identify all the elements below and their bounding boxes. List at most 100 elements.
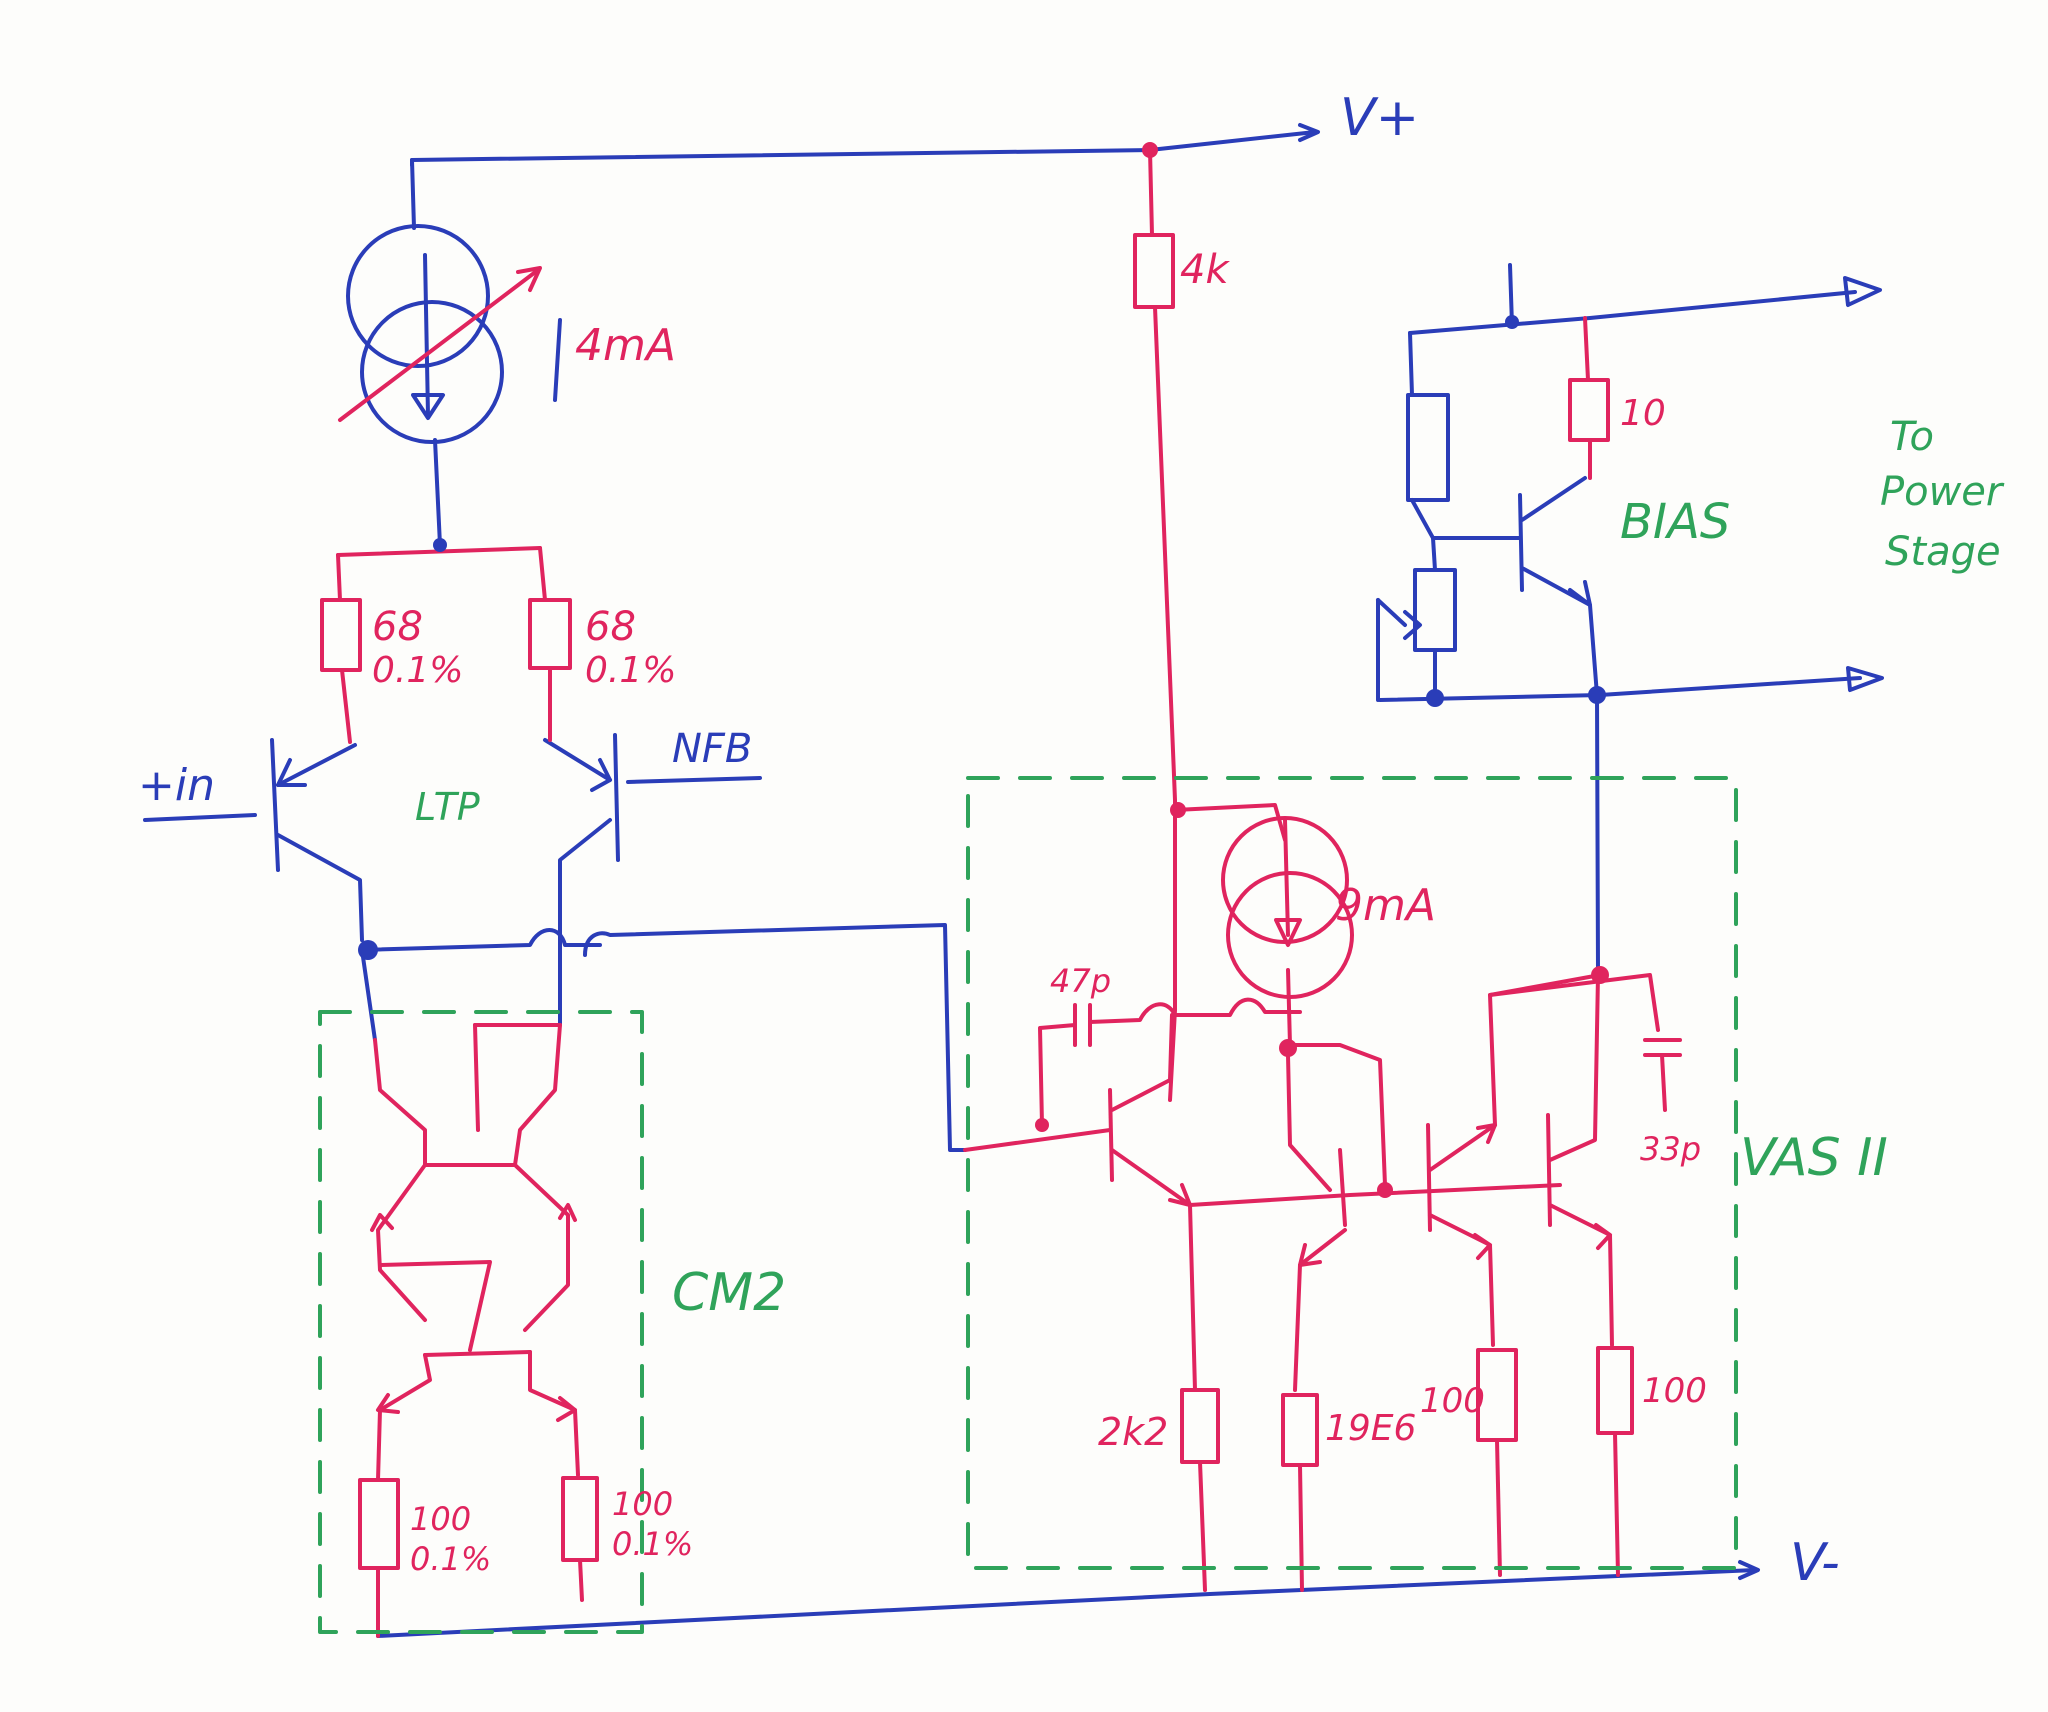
vas-collector-bus <box>1488 973 1660 1032</box>
vas-q3-arrow2 <box>1473 1233 1492 1260</box>
cm-r-left-body <box>358 1478 400 1570</box>
ltp-r-left-lead2 <box>340 668 352 744</box>
cm-arrow-mid-left <box>370 1213 394 1232</box>
r-19e6-label: 19E6 <box>1325 1408 1416 1449</box>
ltp-q1-collector <box>276 833 364 942</box>
vas-r100a-lead <box>1495 1438 1502 1577</box>
bias-r10-lead <box>1583 316 1590 382</box>
cm-r-left-label: 100 <box>410 1500 471 1538</box>
ltp-current-source <box>346 224 562 444</box>
ltp-r-left-tol: 0.1% <box>372 650 463 691</box>
vminus-arrow <box>1738 1560 1760 1580</box>
ltp-q1-base <box>270 738 280 872</box>
ltp-collector-bus <box>360 928 602 952</box>
vas-q4-arrow <box>1594 1223 1612 1250</box>
ltp-q1-emitter <box>276 743 357 787</box>
nfb-wire <box>626 776 762 784</box>
bias-transistor-base <box>1518 493 1524 592</box>
vas-2k2-lead2 <box>1198 1460 1207 1592</box>
r4k-body <box>1133 233 1175 309</box>
ltp-r-left-label: 68 <box>372 604 423 650</box>
vas-q1-collector <box>1110 1013 1174 1112</box>
to-power-stage-line1: To <box>1890 414 1934 460</box>
output-arrow-bottom <box>1846 666 1884 692</box>
ltp-r-left-body <box>320 598 362 672</box>
r-100a-label: 100 <box>1420 1381 1485 1421</box>
vas-9ma-node <box>1288 1043 1387 1187</box>
ltp-r-left-lead <box>336 553 342 602</box>
ltp-q2-arrow <box>590 758 612 792</box>
vas-q3-collector <box>1428 1123 1497 1172</box>
vas-9ma-down <box>1286 968 1292 1047</box>
vas-q3-emitter <box>1428 1213 1495 1347</box>
r-2k2-label: 2k2 <box>1098 1410 1168 1454</box>
vplus-arrow <box>1298 123 1320 142</box>
bias-top-bus <box>1408 290 1857 335</box>
cm-arrow-right <box>556 1396 577 1422</box>
cm-r-right-body <box>561 1476 599 1562</box>
vas-input-wire <box>963 1128 1112 1152</box>
vminus-rail <box>376 1568 1757 1638</box>
cm-mid-bar <box>423 1350 532 1357</box>
input-nfb-label: NFB <box>672 726 752 772</box>
bias-r10-body <box>1568 378 1610 442</box>
vplus-rail <box>410 130 1317 167</box>
cap-47p-label: 47p <box>1050 962 1111 1000</box>
vplus-label: V+ <box>1340 88 1419 148</box>
vas-q2-base <box>1286 1053 1332 1192</box>
cap33-lead <box>1660 1053 1667 1112</box>
cm-q-bottom-right <box>528 1350 580 1477</box>
ltp-r-right-body <box>528 598 572 670</box>
bias-r10-label: 10 <box>1620 393 1666 434</box>
ltp-q2-emitter <box>543 738 612 782</box>
ltp-r-right-lead <box>538 546 547 602</box>
vas-q4-collector <box>1548 973 1600 1162</box>
cm-cross-bar <box>378 1260 492 1352</box>
r4k-label: 4k <box>1180 247 1230 293</box>
cm-top-link-drop <box>473 1023 480 1132</box>
r4k-top-lead <box>1148 148 1154 237</box>
vas-19e6-lead <box>1298 1463 1304 1592</box>
vas-q2 <box>1338 1148 1347 1227</box>
bias-left-lower <box>1410 498 1437 572</box>
r-100b-label: 100 <box>1642 1371 1707 1411</box>
vas-current-source <box>1221 816 1354 999</box>
cm-middle-right <box>513 1163 570 1332</box>
vas-emitter-bus <box>1188 1183 1562 1207</box>
vas-to-bias-wire <box>1595 693 1600 972</box>
bias-r-upper-body <box>1406 393 1450 502</box>
cm-r-left-tol: 0.1% <box>410 1540 491 1578</box>
cm-q-bottom-left <box>376 1353 432 1482</box>
bias-emitter-arrow <box>1568 580 1592 607</box>
vas-q3-collector-up <box>1488 973 1602 1127</box>
vas-q4-emitter <box>1548 1203 1614 1347</box>
ltp-q1-arrow <box>276 758 307 787</box>
vas-2k2-body <box>1180 1388 1220 1464</box>
vas-q4-base <box>1546 1113 1552 1227</box>
vas-block <box>966 776 1738 1570</box>
vas-9ma-wire <box>1173 803 1287 842</box>
input-plus-wire <box>143 813 257 822</box>
bias-label: BIAS <box>1620 494 1730 550</box>
cap-33p-label: 33p <box>1640 1130 1701 1168</box>
cm-r-right-lead <box>578 1558 584 1602</box>
vas-2k2-lead <box>1188 1203 1197 1392</box>
bias-output-bottom <box>1378 676 1862 702</box>
vas-r100b-body <box>1596 1346 1634 1435</box>
to-power-stage-line3: Stage <box>1885 529 2001 575</box>
vas-q1-emitter <box>1110 1148 1192 1207</box>
vas-cap47-right <box>1088 997 1302 1024</box>
ltp-tail-wire <box>433 438 442 547</box>
vas-current-label: 9mA <box>1335 880 1436 931</box>
output-arrow-top <box>1843 276 1882 307</box>
vas-r100b-lead <box>1613 1431 1620 1577</box>
cm-left-drop <box>360 948 377 1042</box>
cm-q-top-left <box>373 1038 427 1167</box>
vminus-label: V- <box>1790 1533 1840 1593</box>
vas-label: VAS II <box>1740 1128 1888 1188</box>
cm-middle-left <box>376 1163 427 1322</box>
bias-transistor-collector <box>1520 476 1587 522</box>
vas-q1-base <box>1108 1088 1114 1182</box>
